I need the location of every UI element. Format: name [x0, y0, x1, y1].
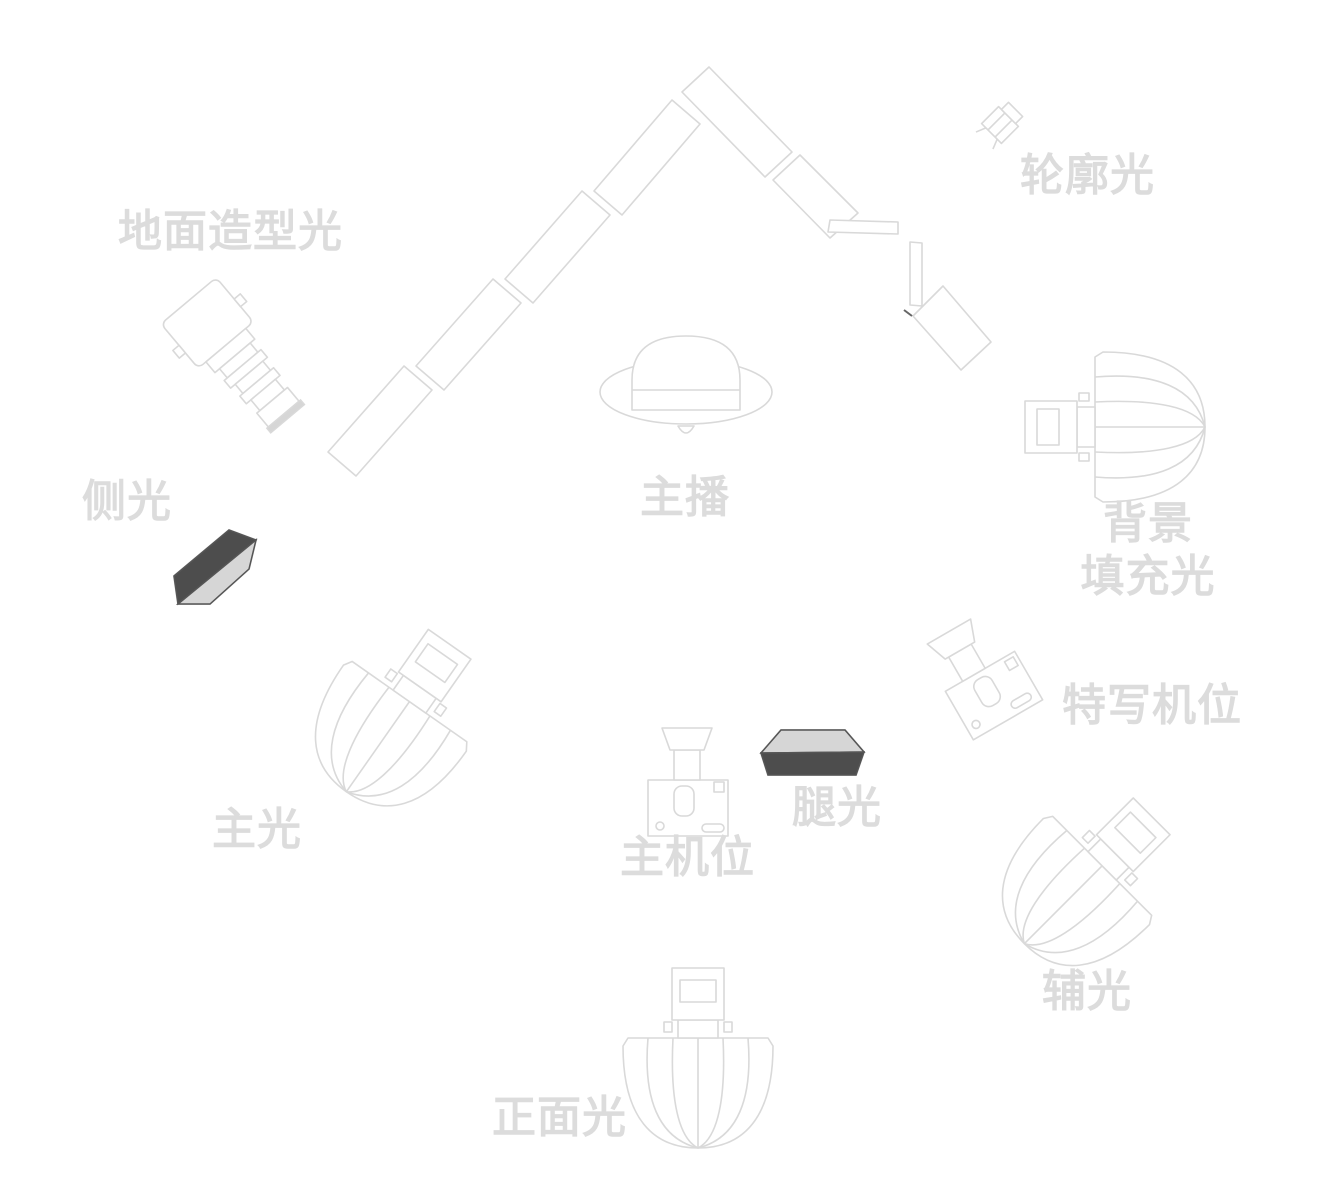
label-leg-light: 腿光 — [792, 782, 882, 833]
parabolic-softbox-icon — [1001, 797, 1171, 967]
label-host: 主播 — [640, 472, 730, 523]
label-key-light: 主光 — [212, 804, 302, 855]
camera-icon — [926, 618, 1044, 741]
label-rim-light: 轮廓光 — [1020, 150, 1155, 201]
label-main-camera: 主机位 — [620, 832, 755, 883]
label-front-light: 正面光 — [492, 1092, 627, 1143]
camera-icon — [647, 727, 729, 837]
label-background-fill-line2: 填充光 — [1080, 550, 1216, 602]
label-background-fill: 背景 填充光 — [1076, 498, 1220, 604]
label-closeup-camera: 特写机位 — [1062, 680, 1242, 731]
led-panel-icon — [759, 729, 866, 776]
host-topdown-icon — [599, 335, 773, 434]
spotlight-icon — [162, 279, 306, 434]
folding-wall-icon — [327, 66, 992, 477]
parabolic-softbox-icon — [1024, 351, 1206, 503]
parabolic-softbox-icon — [314, 628, 472, 807]
label-side-light: 侧光 — [82, 476, 172, 527]
label-background-fill-line1: 背景 — [1103, 498, 1193, 549]
label-ground-light: 地面造型光 — [118, 206, 343, 257]
led-panel-icon — [172, 528, 258, 606]
spotlight-icon — [975, 101, 1024, 150]
parabolic-softbox-icon — [622, 967, 774, 1149]
label-fill-light: 辅光 — [1042, 966, 1132, 1017]
